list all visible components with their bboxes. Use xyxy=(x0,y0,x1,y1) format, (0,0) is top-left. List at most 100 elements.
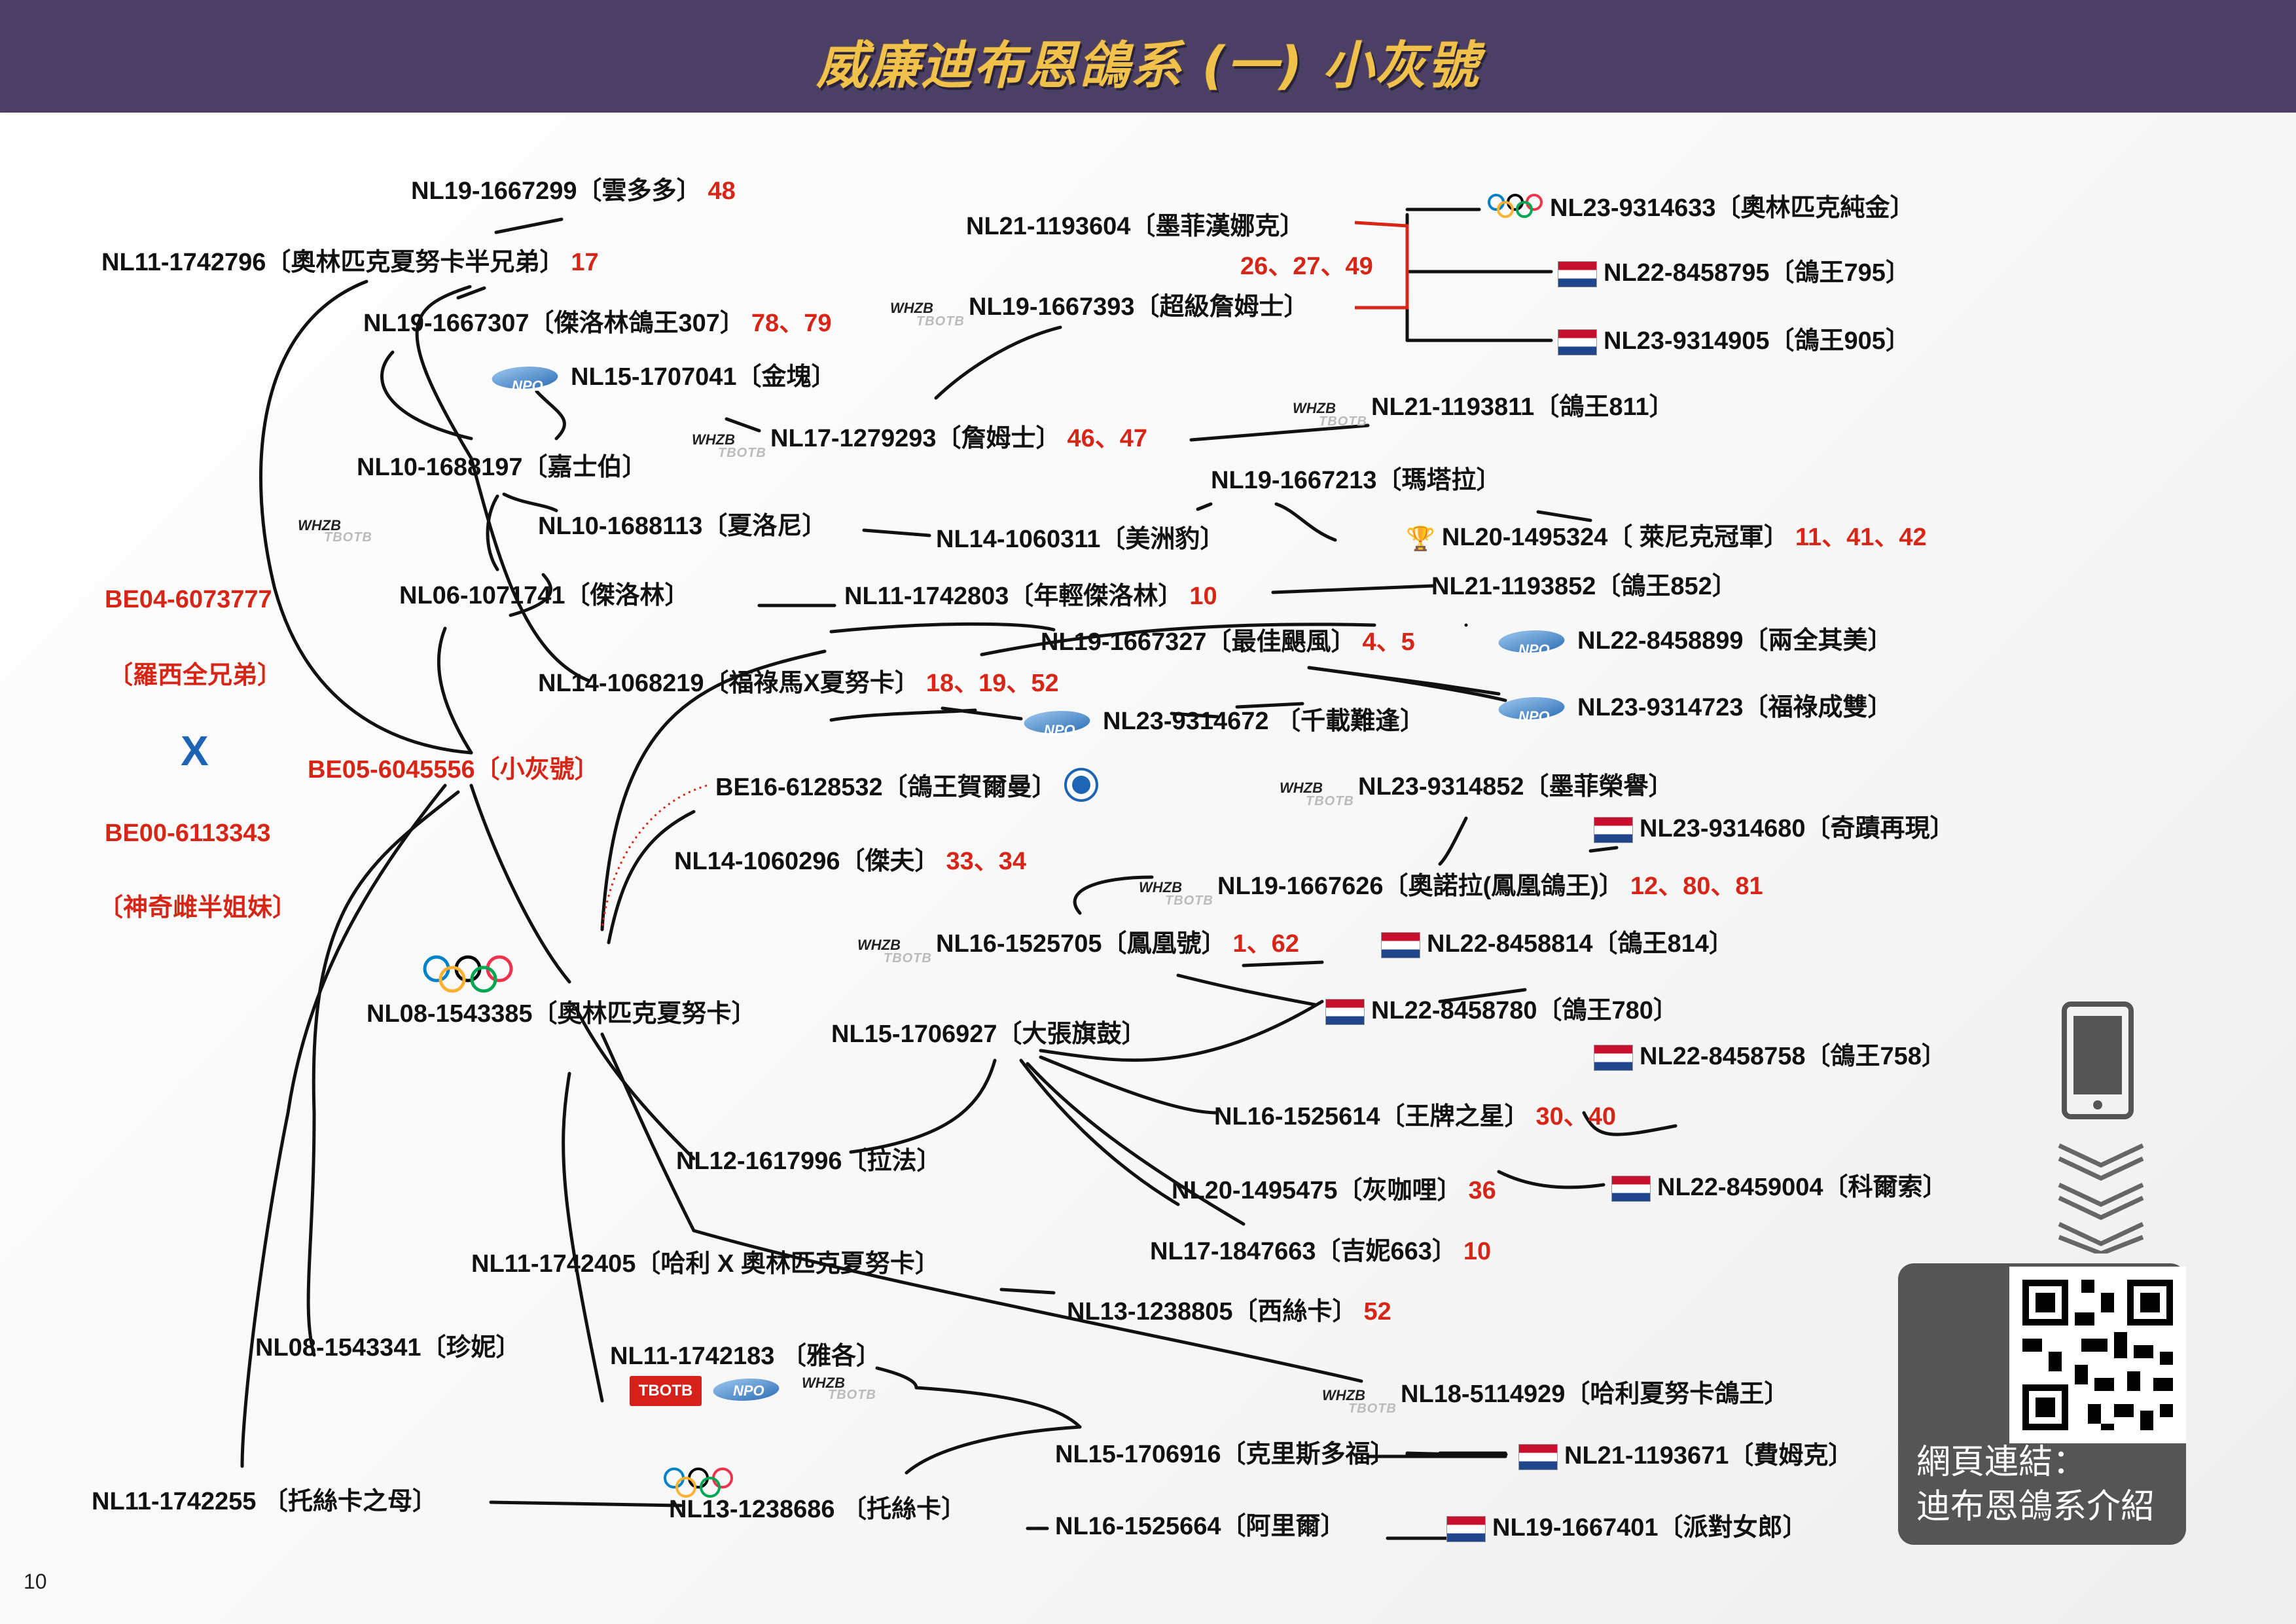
edge-line xyxy=(600,649,827,931)
sire-ring: BE04-6073777 xyxy=(105,586,272,613)
pedigree-node-gen: 26、27、49 xyxy=(1240,253,1373,280)
npo-logo-icon: NPO xyxy=(488,364,564,394)
pedigree-node: NL14-1068219〔福祿馬X夏努卡〕18、19、52 xyxy=(538,670,1059,697)
edge-line xyxy=(725,417,761,433)
edge-line xyxy=(829,708,977,722)
netherlands-flag-icon xyxy=(1325,998,1365,1025)
edge-line xyxy=(509,573,552,617)
pedigree-node: NL21-1193604〔墨菲漢娜克〕 xyxy=(966,213,1305,240)
pedigree-node: 🏆NL20-1495324〔 萊尼克冠軍〕11、41、42 xyxy=(1406,522,1927,554)
edge-line xyxy=(1431,682,1501,696)
pedigree-node: NL08-1543385〔奧林匹克夏努卡〕 xyxy=(367,1000,757,1028)
edge-line xyxy=(380,350,473,441)
pedigree-node: NL10-1688197〔嘉士伯〕 xyxy=(357,454,647,481)
edge-line xyxy=(1536,510,1592,522)
edge-red-bracket xyxy=(1354,221,1409,310)
edge-line xyxy=(1307,666,1507,702)
npo-logo-icon: NPO xyxy=(1020,708,1096,738)
pedigree-node: NL11-1742796〔奧林匹克夏努卡半兄弟〕17 xyxy=(101,249,599,276)
edge-line xyxy=(494,217,564,234)
netherlands-flag-icon xyxy=(1381,931,1420,958)
edge-line xyxy=(306,790,460,1357)
qr-caption: 網頁連結： 迪布恩鴿系介紹 xyxy=(1916,1443,2155,1526)
edge-line xyxy=(980,623,1376,657)
pedigree-node: NL22-8458780〔鴿王780〕 xyxy=(1325,995,1678,1026)
pedigree-node: NL06-1071741〔傑洛林〕 xyxy=(399,582,690,609)
pedigree-node: NL23-9314680〔奇蹟再現〕 xyxy=(1594,813,1955,844)
edge-line xyxy=(469,784,571,984)
pedigree-node: NL14-1060296〔傑夫〕33、34 xyxy=(674,848,1027,875)
edge-line xyxy=(574,1006,696,1161)
edge-line xyxy=(692,1229,1363,1383)
pedigree-node: NL21-1193852〔鴿王852〕 xyxy=(1431,573,1737,600)
edge-line xyxy=(914,1386,1082,1429)
netherlands-flag-icon xyxy=(1611,1175,1651,1202)
pedigree-node: NL19-1667401〔派對女郎〕 xyxy=(1446,1512,1808,1543)
edge-line xyxy=(535,389,566,441)
dam-ring: BE00-6113343 xyxy=(105,820,271,847)
pedigree-node-main: BE05-6045556〔小灰號〕 xyxy=(308,756,600,784)
edge-line xyxy=(1039,1055,1219,1115)
edge-line xyxy=(437,626,473,755)
pedigree-node: NL16-1525614〔王牌之星〕30、40 xyxy=(1214,1103,1617,1130)
pedigree-node: NL23-9314633〔奧林匹克純金〕 xyxy=(1487,192,1915,226)
edge-line xyxy=(1176,973,1318,1007)
page-title: 威廉迪布恩鴿系 (一) 小灰號 xyxy=(816,37,1480,96)
pedigree-node: NL22-8458814〔鴿王814〕 xyxy=(1381,928,1734,960)
pedigree-node: NL10-1688113〔夏洛尼〕 xyxy=(538,513,827,540)
pedigree-node: BE16-6128532〔鴿王賀爾曼〕 xyxy=(715,767,1105,810)
pedigree-node: NL17-1847663〔吉妮663〕10 xyxy=(1150,1238,1492,1265)
pedigree-node: NL19-1667299〔雲多多〕48 xyxy=(411,177,736,205)
edge-line xyxy=(1170,712,1219,719)
edge-line xyxy=(456,286,486,300)
edge-line xyxy=(849,1058,997,1154)
edge-line xyxy=(486,494,499,571)
pedigree-node: NL22-8458795〔鴿王795〕 xyxy=(1558,257,1910,289)
pedigree-node: NL15-1706927〔大張旗鼓〕 xyxy=(831,1020,1147,1048)
page-number: 10 xyxy=(24,1570,47,1593)
edge-line xyxy=(934,325,1062,400)
edge-line xyxy=(1196,502,1213,511)
edge-line xyxy=(1189,424,1370,442)
pedigree-node: NL22-8459004〔科爾索〕 xyxy=(1611,1172,1948,1203)
pedigree-node: NL15-1706916〔克里斯多福〕 xyxy=(1055,1441,1395,1468)
netherlands-flag-icon xyxy=(1518,1443,1558,1470)
pedigree-node: NL11-1742405〔哈利 X 奧林匹克夏努卡〕 xyxy=(471,1250,940,1278)
qr-code[interactable] xyxy=(2009,1267,2186,1443)
edge-line xyxy=(607,810,696,945)
edge-line xyxy=(905,1425,1082,1475)
edge-line xyxy=(502,492,558,513)
edge-line xyxy=(469,456,591,683)
pedigree-node: NL14-1060311〔美洲豹〕 xyxy=(936,526,1225,553)
olympic-rings-icon xyxy=(662,1466,734,1502)
olympic-rings-icon xyxy=(1487,192,1543,226)
npo-logo-icon: NPO xyxy=(709,1376,785,1405)
edge-line xyxy=(1026,1062,1246,1226)
pedigree-node: NL13-1238686 〔托絲卡〕 xyxy=(669,1496,967,1523)
netherlands-flag-icon xyxy=(1558,261,1597,287)
dam-name: 〔神奇雌半姐妹〕 xyxy=(98,894,298,922)
pedigree-node: NL16-1525664〔阿里爾〕 xyxy=(1055,1513,1346,1540)
edge-line xyxy=(1438,988,1527,1003)
npo-logo-icon: NPO xyxy=(1494,628,1571,658)
edge-line xyxy=(1073,875,1154,915)
edge-line xyxy=(1242,960,1324,967)
header-bar xyxy=(0,0,2296,113)
pedigree-node: NL19-1667307〔傑洛林鴿王307〕78、79 xyxy=(363,310,832,337)
trophy-icon: 🏆 xyxy=(1406,524,1435,552)
belgium-badge-icon xyxy=(1064,767,1099,810)
pedigree-node: NL21-1193671〔費姆克〕 xyxy=(1518,1440,1853,1471)
edge-line xyxy=(259,280,473,755)
edge-line xyxy=(415,285,473,460)
edge-dotted xyxy=(601,784,708,930)
pedigree-node: NL20-1495475〔灰咖哩〕36 xyxy=(1172,1177,1496,1204)
olympic-rings-icon xyxy=(422,954,514,997)
